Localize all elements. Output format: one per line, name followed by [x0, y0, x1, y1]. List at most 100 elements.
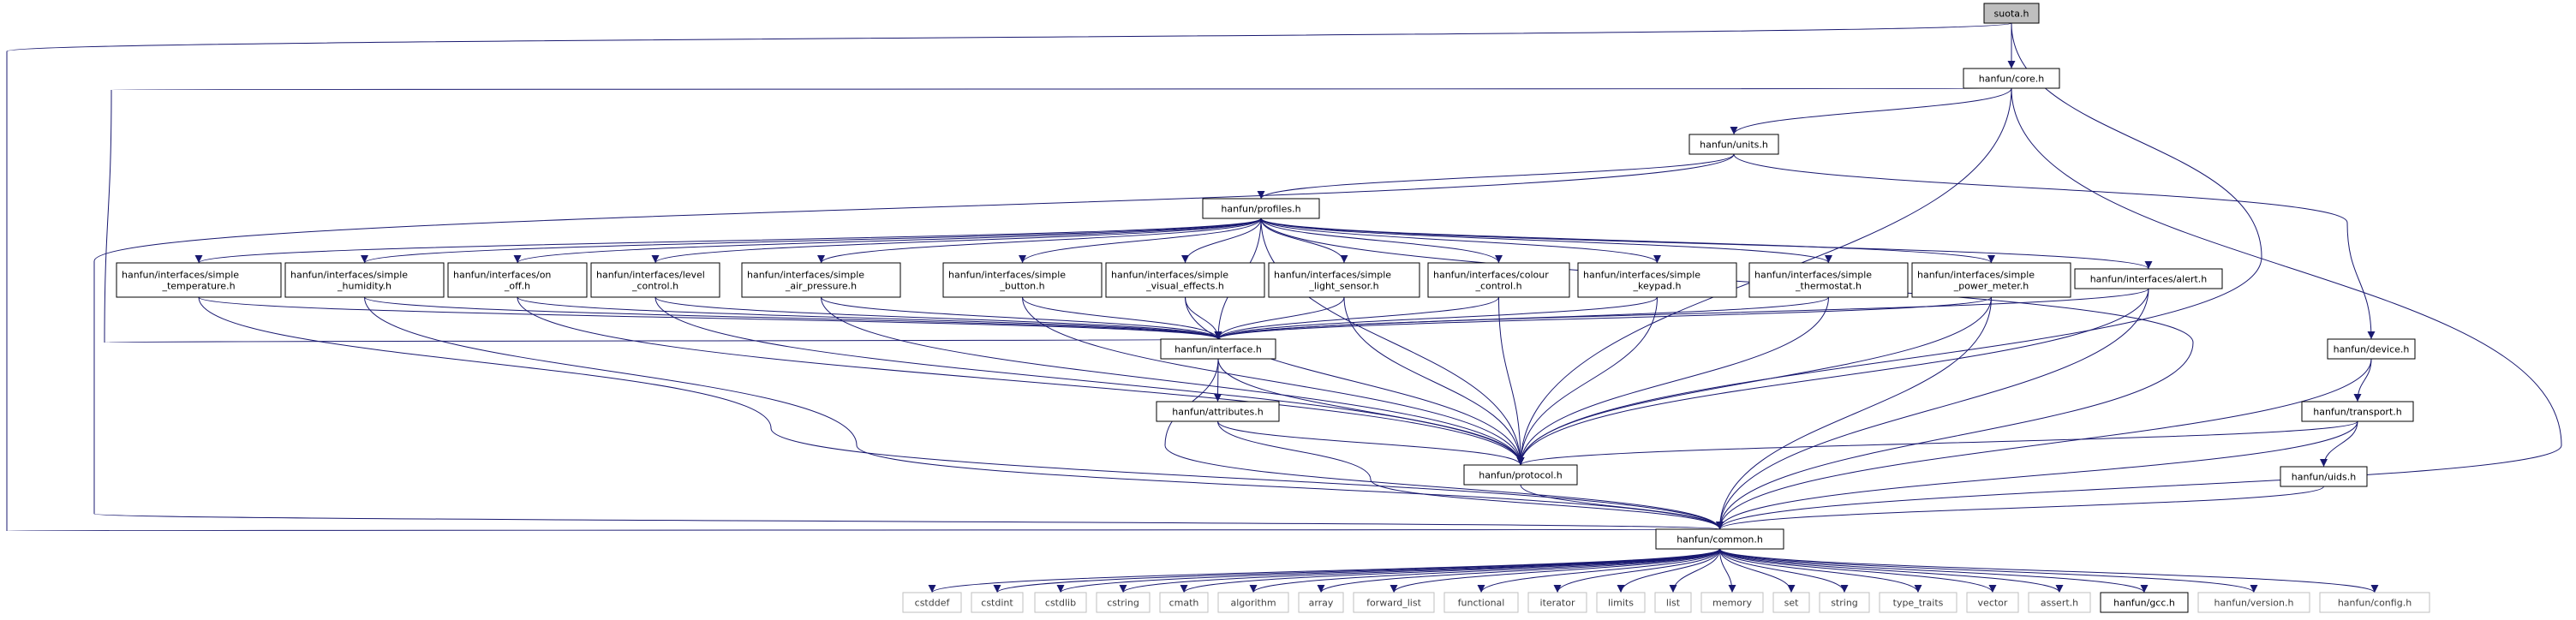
node-label: cstdint [981, 598, 1013, 609]
node-cstddef: cstddef [902, 592, 962, 613]
edge-alert-to-interface [1214, 288, 2149, 340]
node-label: hanfun/interfaces/colour [1433, 270, 1549, 281]
node-attributes[interactable]: hanfun/attributes.h [1156, 401, 1280, 422]
node-box [1772, 592, 1810, 613]
node-label: algorithm [1230, 598, 1276, 609]
node-box [741, 262, 901, 298]
node-label: hanfun/interfaces/simple [1754, 270, 1872, 281]
node-light[interactable]: hanfun/interfaces/simple_light_sensor.h [1268, 262, 1420, 298]
node-label: hanfun/common.h [1676, 534, 1763, 545]
edge-common-to-list [1669, 548, 1720, 593]
node-label: forward_list [1366, 598, 1422, 609]
node-string: string [1819, 592, 1870, 613]
node-uids[interactable]: hanfun/uids.h [2280, 466, 2368, 487]
node-label: _light_sensor.h [1308, 281, 1378, 292]
edge-keypad-to-interface [1214, 296, 1658, 340]
node-power[interactable]: hanfun/interfaces/simple_power_meter.h [1911, 262, 2071, 298]
edge-humidity-to-common [364, 296, 1724, 530]
node-layer: suota.h hanfun/core.h hanfun/units.h hanfun… [116, 3, 2430, 613]
node-functional: functional [1443, 592, 1519, 613]
node-box [1096, 592, 1151, 613]
node-box [1819, 592, 1870, 613]
edge-common-to-type_traits [1719, 548, 1922, 593]
node-colour[interactable]: hanfun/interfaces/colour_control.h [1427, 262, 1570, 298]
node-button[interactable]: hanfun/interfaces/simple_button.h [942, 262, 1103, 298]
node-memory: memory [1700, 592, 1764, 613]
node-common[interactable]: hanfun/common.h [1655, 528, 1784, 550]
edge-protocol-to-common [1520, 484, 1724, 530]
node-label: array [1309, 598, 1334, 609]
node-set: set [1772, 592, 1810, 613]
node-suota[interactable]: suota.h [1983, 3, 2040, 24]
edge-profiles-to-power [1260, 218, 1995, 264]
node-cmath: cmath [1159, 592, 1209, 613]
edge-profiles-to-temperature [194, 218, 1262, 264]
node-units[interactable]: hanfun/units.h [1688, 134, 1779, 155]
edge-common-to-string [1719, 548, 1849, 593]
node-label: cstddef [915, 598, 951, 609]
edge-alert-to-common [1716, 288, 2149, 530]
node-box [1966, 592, 2019, 613]
node-box [1983, 3, 2040, 24]
node-label: list [1666, 598, 1681, 609]
edge-suota-to-protocol [1516, 22, 2262, 466]
edge-transport-to-protocol [1516, 420, 2358, 466]
node-label: hanfun/interfaces/simple [747, 270, 864, 281]
node-thermostat[interactable]: hanfun/interfaces/simple_thermostat.h [1748, 262, 1909, 298]
node-interface[interactable]: hanfun/interface.h [1160, 338, 1276, 360]
node-level[interactable]: hanfun/interfaces/level_control.h [590, 262, 720, 298]
edge-uids-to-common [1716, 486, 2324, 530]
node-label: hanfun/uids.h [2292, 472, 2356, 483]
node-onoff[interactable]: hanfun/interfaces/on_off.h [447, 262, 588, 298]
node-limits: limits [1596, 592, 1646, 613]
node-box [2197, 592, 2310, 613]
node-cstdlib: cstdlib [1034, 592, 1087, 613]
node-label: _power_meter.h [1953, 281, 2029, 292]
node-box [1156, 401, 1280, 422]
edge-power-to-protocol [1516, 296, 1992, 466]
edge-humidity-to-interface [364, 296, 1222, 340]
node-alert[interactable]: hanfun/interfaces/alert.h [2074, 268, 2223, 289]
edge-common-to-set [1719, 548, 1796, 593]
node-box [1105, 262, 1265, 298]
node-visual[interactable]: hanfun/interfaces/simple_visual_effects.… [1105, 262, 1265, 298]
node-label: hanfun/interfaces/level [596, 270, 705, 281]
node-type-traits: type_traits [1879, 592, 1957, 613]
node-label: hanfun/interfaces/simple [290, 270, 408, 281]
node-box [1654, 592, 1692, 613]
edge-suota-to-common [6, 22, 2012, 537]
node-device[interactable]: hanfun/device.h [2327, 338, 2416, 360]
node-label: set [1784, 598, 1799, 609]
node-transport[interactable]: hanfun/transport.h [2301, 401, 2414, 422]
node-label: cmath [1169, 598, 1199, 609]
edge-transport-to-common [1716, 420, 2358, 530]
node-label: hanfun/protocol.h [1479, 470, 1563, 481]
edge-button-to-protocol [1022, 296, 1525, 466]
node-list: list [1654, 592, 1692, 613]
node-box [1353, 592, 1435, 613]
node-box [2280, 466, 2368, 487]
node-box [1655, 528, 1784, 550]
edge-light-to-protocol [1343, 296, 1525, 466]
edge-units-to-profiles [1257, 153, 1735, 200]
node-profiles[interactable]: hanfun/profiles.h [1202, 198, 1320, 219]
node-label: suota.h [1994, 9, 2029, 20]
edge-common-to-cstdint [993, 548, 1720, 593]
node-temperature[interactable]: hanfun/interfaces/simple_temperature.h [116, 262, 282, 298]
node-box [1443, 592, 1519, 613]
node-label: _visual_effects.h [1145, 281, 1224, 292]
node-box [284, 262, 445, 298]
node-label: _off.h [504, 281, 530, 292]
node-humidity[interactable]: hanfun/interfaces/simple_humidity.h [284, 262, 445, 298]
node-box [2319, 592, 2430, 613]
node-iterator: iterator [1527, 592, 1587, 613]
edge-onoff-to-interface [517, 296, 1222, 340]
node-core[interactable]: hanfun/core.h [1963, 68, 2060, 89]
edge-airpressure-to-protocol [821, 296, 1525, 466]
node-gcc[interactable]: hanfun/gcc.h [2100, 592, 2189, 613]
node-protocol[interactable]: hanfun/protocol.h [1463, 464, 1578, 486]
edge-profiles-to-thermostat [1260, 218, 1832, 264]
node-airpressure[interactable]: hanfun/interfaces/simple_air_pressure.h [741, 262, 901, 298]
node-label: hanfun/gcc.h [2113, 598, 2175, 609]
node-keypad[interactable]: hanfun/interfaces/simple_keypad.h [1577, 262, 1737, 298]
